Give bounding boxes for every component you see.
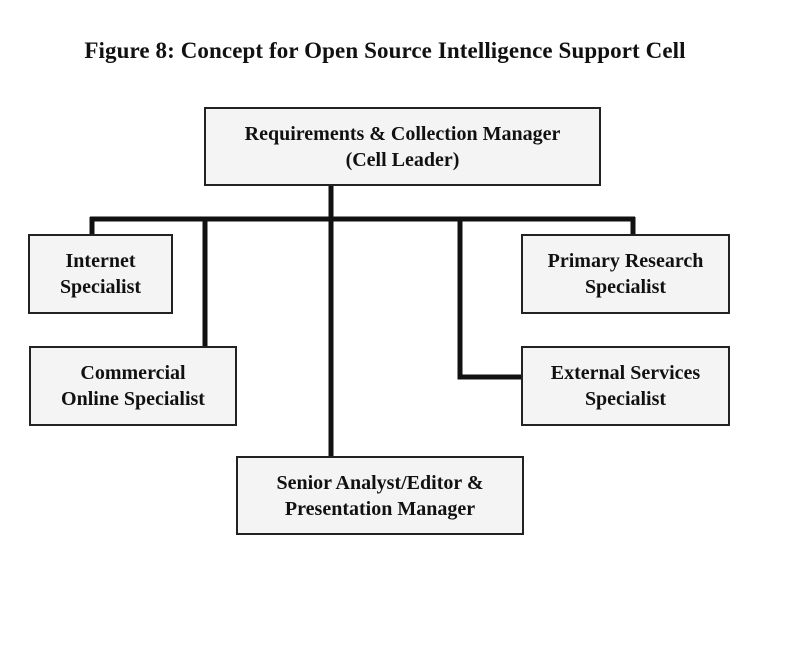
node-senior-line1: Senior Analyst/Editor & (276, 471, 484, 494)
node-leader-line1: Requirements & Collection Manager (244, 122, 561, 145)
node-primary-line2: Specialist (584, 276, 667, 298)
node-external-line2: Specialist (584, 388, 667, 410)
node-external-services-specialist: External Services Specialist (521, 346, 730, 426)
node-senior-analyst-editor: Senior Analyst/Editor & Presentation Man… (236, 456, 524, 535)
figure-title: Figure 8: Concept for Open Source Intell… (84, 38, 686, 63)
node-internet-specialist: Internet Specialist (28, 234, 173, 314)
node-commercial-online-specialist: Commercial Online Specialist (29, 346, 237, 426)
node-senior-line2: Presentation Manager (284, 497, 476, 520)
node-commercial-line2: Online Specialist (61, 388, 205, 410)
node-primary-research-specialist: Primary Research Specialist (521, 234, 730, 314)
node-external-line1: External Services (550, 362, 701, 384)
node-internet-line2: Specialist (59, 276, 142, 298)
node-requirements-collection-manager: Requirements & Collection Manager (Cell … (204, 107, 601, 186)
node-leader-line2: (Cell Leader) (345, 148, 460, 171)
node-internet-line1: Internet (65, 250, 136, 272)
node-commercial-line1: Commercial (80, 362, 186, 384)
node-primary-line1: Primary Research (547, 250, 704, 272)
